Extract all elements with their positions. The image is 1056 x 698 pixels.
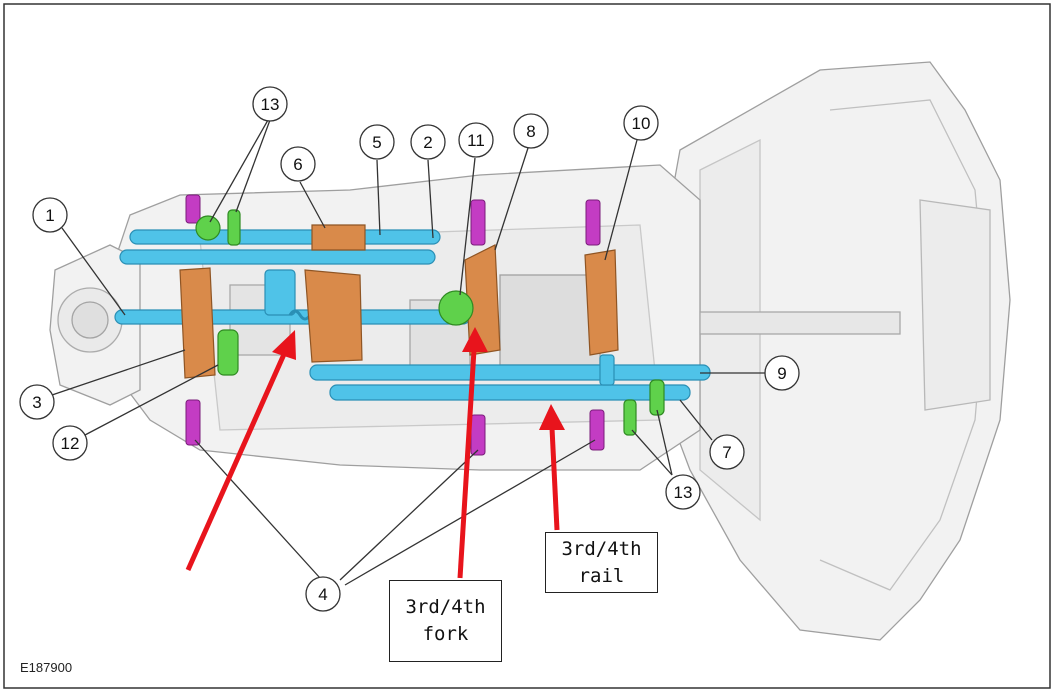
svg-text:8: 8 bbox=[526, 122, 535, 141]
callout-13-bottom: 13 bbox=[665, 474, 701, 510]
rail-label-line1: 3rd/4th bbox=[561, 538, 642, 560]
arrow-to-5th-fork bbox=[185, 350, 288, 572]
callout-2: 2 bbox=[410, 124, 446, 160]
red-arrows bbox=[185, 327, 565, 579]
callout-12: 12 bbox=[52, 425, 88, 461]
bolt bbox=[585, 199, 601, 246]
svg-text:6: 6 bbox=[293, 155, 302, 174]
fork-6 bbox=[311, 224, 366, 251]
bolt bbox=[185, 399, 201, 446]
figure-frame bbox=[3, 3, 1051, 689]
lower-rail-b bbox=[329, 384, 691, 401]
plunger bbox=[649, 379, 665, 416]
callout-4: 4 bbox=[305, 576, 341, 612]
rail-label-line2: rail bbox=[578, 565, 625, 587]
detent-ball-large bbox=[438, 290, 474, 326]
bolt bbox=[470, 199, 486, 246]
fork-5th bbox=[304, 269, 363, 363]
svg-text:5: 5 bbox=[372, 133, 381, 152]
svg-text:13: 13 bbox=[674, 483, 693, 502]
svg-text:9: 9 bbox=[777, 364, 786, 383]
svg-text:2: 2 bbox=[423, 133, 432, 152]
selector-block bbox=[264, 269, 296, 316]
fork-10 bbox=[584, 249, 619, 356]
fork-label-box: 3rd/4th fork bbox=[389, 580, 502, 662]
lower-rail-a bbox=[309, 364, 711, 381]
plunger bbox=[623, 399, 637, 436]
callout-7: 7 bbox=[709, 434, 745, 470]
fork-3rd-4th bbox=[464, 244, 501, 356]
callout-5: 5 bbox=[359, 124, 395, 160]
callout-9: 9 bbox=[764, 355, 800, 391]
callout-3: 3 bbox=[19, 384, 55, 420]
svg-text:7: 7 bbox=[722, 443, 731, 462]
interlock-plate bbox=[599, 354, 615, 386]
svg-text:10: 10 bbox=[632, 114, 651, 133]
arrowhead bbox=[272, 330, 296, 360]
rail-label-box: 3rd/4th rail bbox=[545, 532, 658, 593]
svg-text:12: 12 bbox=[61, 434, 80, 453]
plunger-12 bbox=[217, 329, 239, 376]
callout-11: 11 bbox=[458, 122, 494, 158]
bolts bbox=[185, 194, 605, 456]
svg-text:1: 1 bbox=[45, 206, 54, 225]
detent-ball bbox=[195, 215, 221, 241]
shift-forks bbox=[179, 224, 619, 379]
second-rail bbox=[119, 249, 436, 265]
svg-text:4: 4 bbox=[318, 585, 327, 604]
fork-reverse bbox=[179, 267, 216, 379]
svg-text:13: 13 bbox=[261, 95, 280, 114]
bolt bbox=[470, 414, 486, 456]
svg-text:11: 11 bbox=[467, 131, 485, 150]
arrowhead bbox=[539, 404, 565, 430]
callout-13-top: 13 bbox=[252, 86, 288, 122]
callout-8: 8 bbox=[513, 113, 549, 149]
plunger bbox=[227, 209, 241, 246]
detent-parts bbox=[195, 209, 665, 436]
svg-text:3: 3 bbox=[32, 393, 41, 412]
arrowhead bbox=[462, 327, 488, 352]
callout-1: 1 bbox=[32, 197, 68, 233]
callout-6: 6 bbox=[280, 146, 316, 182]
fork-label-line2: fork bbox=[422, 623, 469, 645]
fork-label-line1: 3rd/4th bbox=[405, 596, 486, 618]
bolt bbox=[589, 409, 605, 451]
callouts: 1 2 3 4 5 6 7 8 9 10 11 12 13 13 bbox=[19, 86, 800, 612]
upper-rail bbox=[129, 229, 441, 245]
bolt bbox=[185, 194, 201, 224]
arrow-to-fork bbox=[457, 349, 477, 579]
arrow-to-rail bbox=[549, 427, 560, 531]
figure-id: E187900 bbox=[20, 660, 73, 675]
callout-10: 10 bbox=[623, 105, 659, 141]
